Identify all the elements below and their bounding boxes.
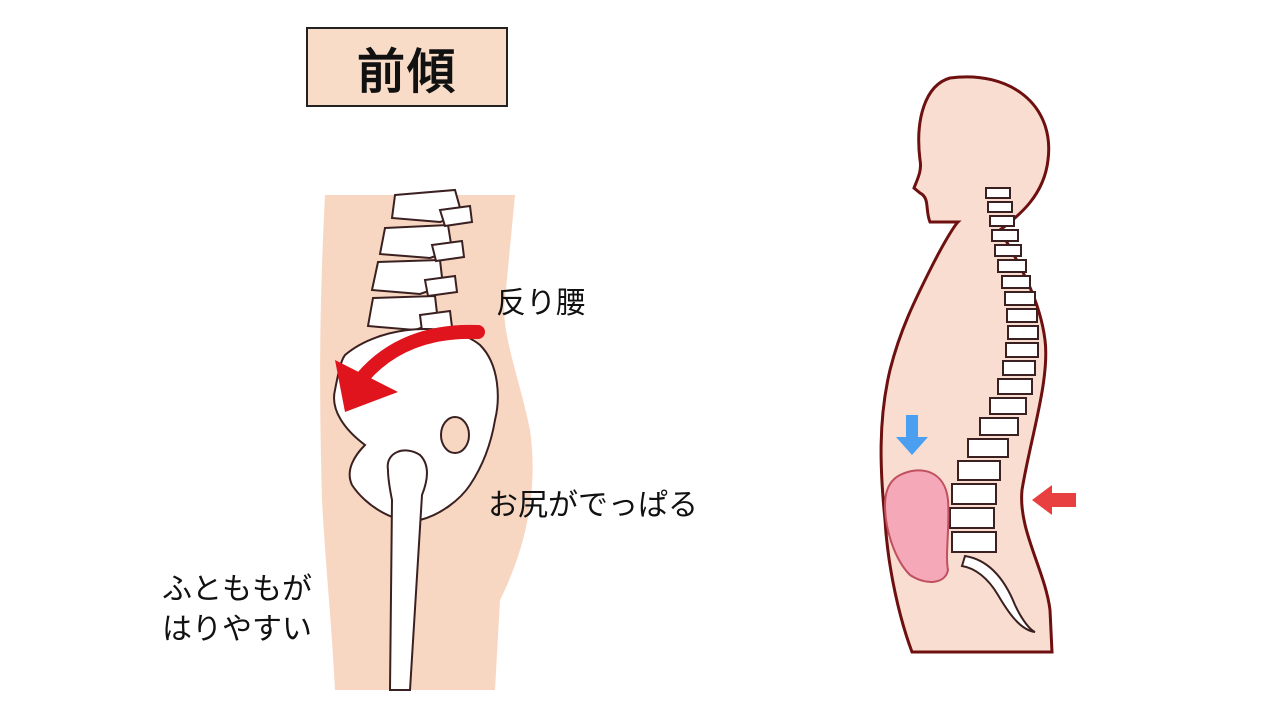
- thigh-label-line2: はりやすい: [162, 612, 312, 647]
- thigh-label: ふとももが はりやすい: [162, 570, 312, 650]
- buttocks-label: お尻がでっぱる: [488, 488, 698, 523]
- thigh-label-line1: ふとももが: [162, 572, 312, 607]
- full-spine: [949, 187, 1039, 633]
- lower-back-label: 反り腰: [496, 286, 586, 321]
- left-arrow-icon: [1032, 485, 1076, 515]
- obturator-foramen: [440, 416, 470, 454]
- page-title: 前傾: [306, 27, 508, 107]
- hip-illustration: [320, 188, 533, 691]
- femur-bone: [386, 449, 428, 691]
- pelvic-tilt-arrowhead: [335, 360, 398, 412]
- lumbar-spine: [366, 188, 474, 333]
- pelvis-bone: [333, 328, 499, 522]
- down-arrow-icon: [896, 415, 928, 455]
- pelvic-tilt-arrow: [355, 324, 485, 385]
- internal-organ: [883, 469, 950, 583]
